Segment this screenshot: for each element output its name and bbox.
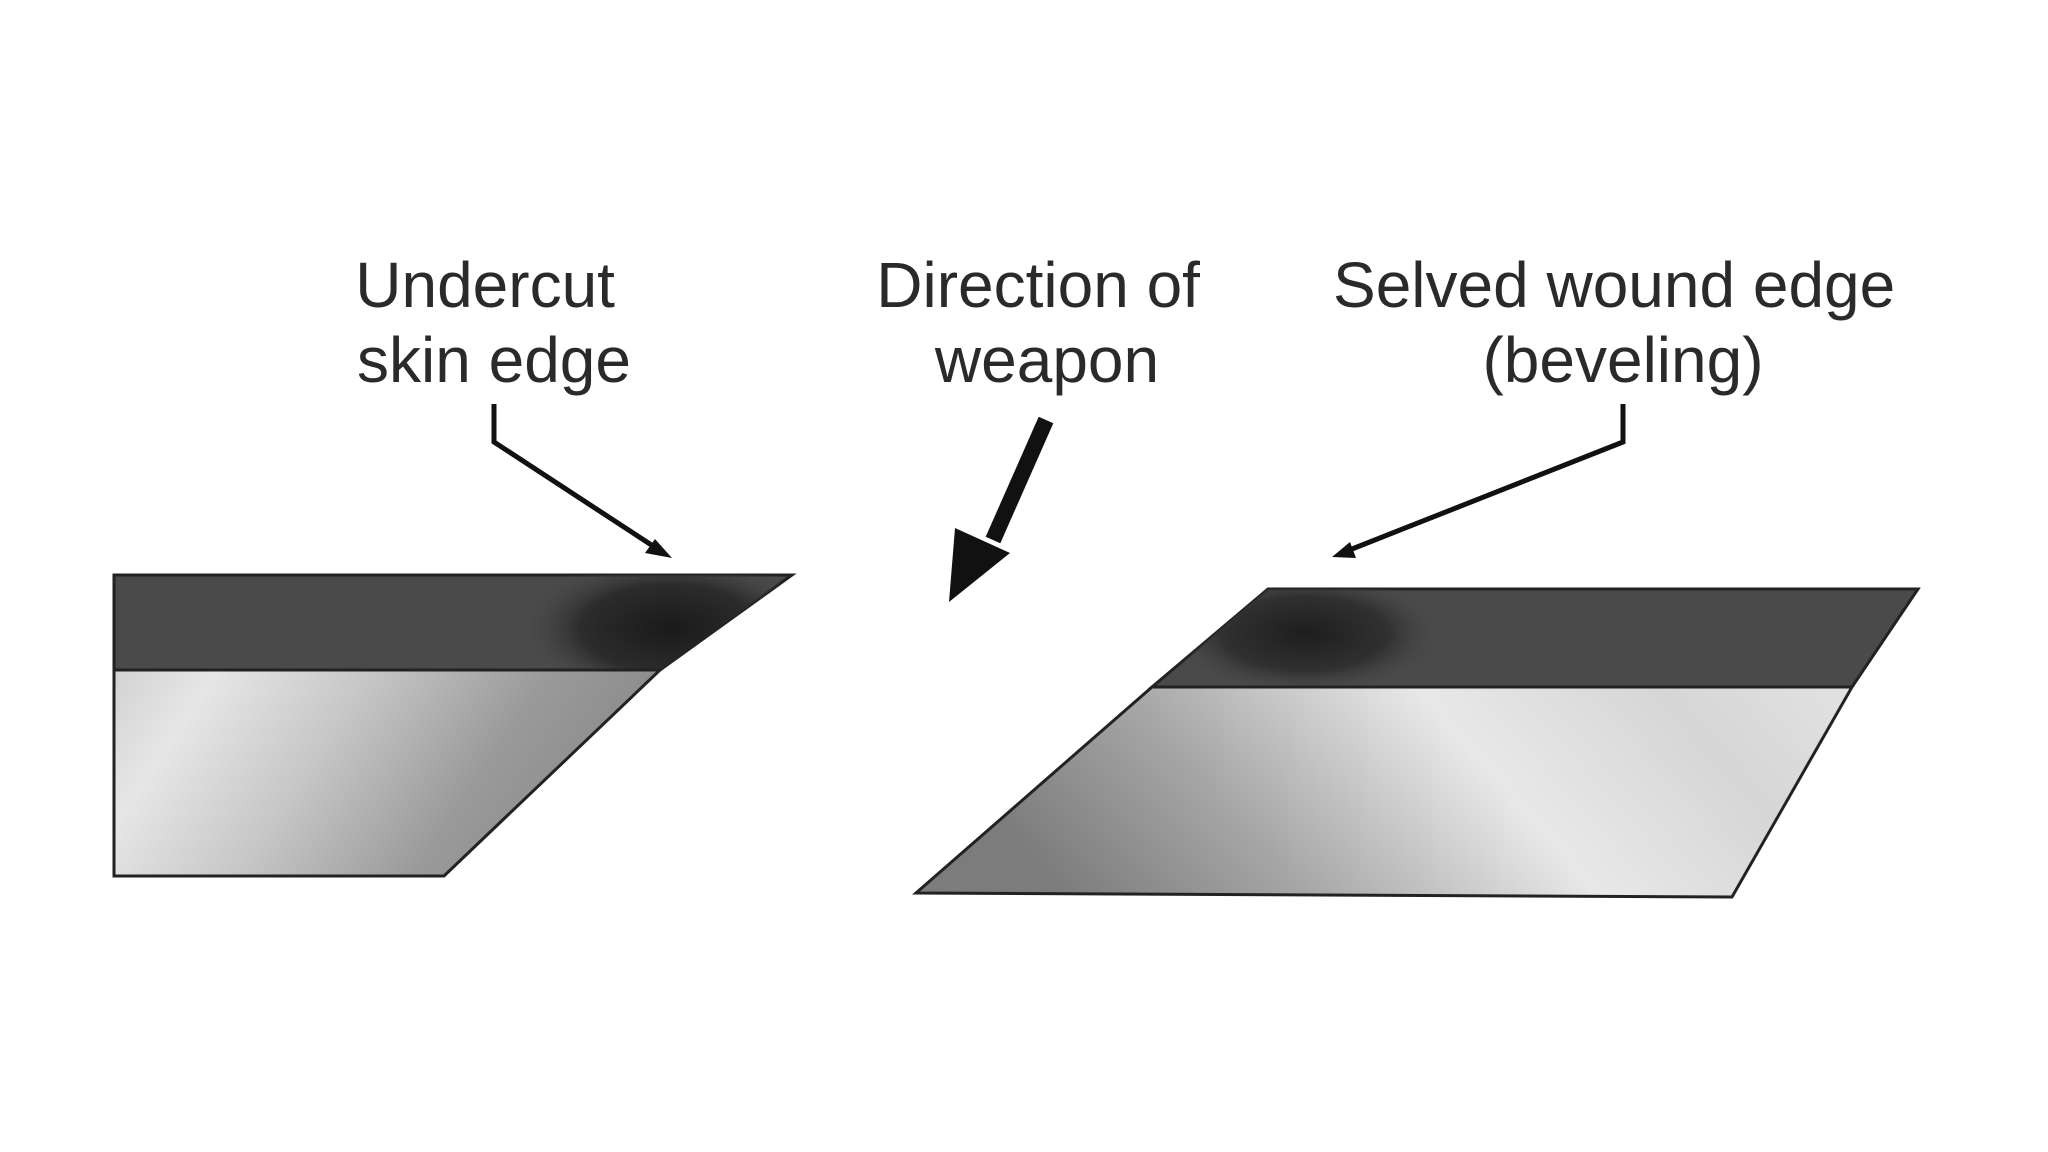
selved-leader-arrow [1332,404,1626,558]
weapon-direction-arrow [949,416,1054,602]
left-subcutaneous-layer [112,668,664,878]
selved-label-line1: Selved wound edge [1333,249,1895,321]
selved-label: Selved wound edge (beveling) [1333,249,1913,396]
undercut-label-line1: Undercut [355,249,615,321]
selved-label-line2: (beveling) [1482,324,1763,396]
direction-label-line1: Direction of [876,249,1200,321]
right-skin-shadow [1152,589,1918,687]
undercut-label: Undercut skin edge [355,249,632,396]
left-skin-shadow [114,575,792,670]
right-subcutaneous-layer [912,685,1855,899]
left-tissue-block [112,573,797,878]
direction-label: Direction of weapon [876,249,1217,396]
direction-label-line2: weapon [934,324,1159,396]
undercut-label-line2: skin edge [357,324,631,396]
undercut-leader-arrow [491,404,672,558]
right-tissue-block [912,587,1921,899]
